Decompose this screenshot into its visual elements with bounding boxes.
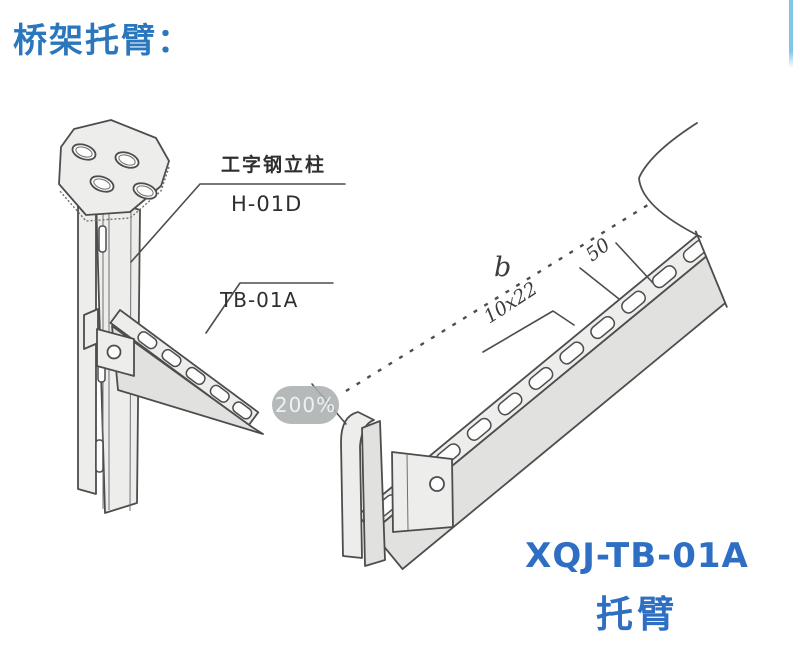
zoom-level-badge: 200% [272, 386, 339, 424]
label-column-model: H-01D [231, 192, 303, 216]
mount-bolt-hole [429, 476, 445, 492]
scrollbar-strip[interactable] [789, 0, 793, 68]
right-diagram-arm-detail [311, 122, 782, 570]
leader-column-label [130, 183, 346, 263]
zoom-level-text: 200% [274, 393, 337, 417]
product-block: XQJ-TB-01A 托臂 [497, 536, 777, 638]
dim-pitch-ext-line [615, 242, 654, 284]
bracket-arm [109, 309, 260, 427]
dim-slot-leader [482, 310, 575, 353]
product-model: XQJ-TB-01A [525, 536, 749, 576]
page-title: 桥架托臂： [13, 21, 193, 61]
left-diagram-column-with-bracket [58, 119, 346, 514]
break-line [638, 122, 702, 238]
mount-hook [340, 411, 375, 559]
label-column-type: 工字钢立柱 [221, 154, 327, 176]
dim-pitch-ext-line [579, 267, 620, 300]
dim-length-b: b [494, 252, 512, 283]
column-top-plate [58, 119, 170, 216]
column-slot [95, 439, 104, 473]
label-bracket-model: TB-01A [220, 288, 299, 312]
mount-plate [391, 451, 454, 533]
mount-web [361, 420, 386, 567]
bolt-hole [106, 344, 122, 360]
column-slot [98, 225, 107, 253]
leader-bracket-label [205, 282, 334, 334]
product-name: 托臂 [596, 593, 678, 636]
bracket-hook [83, 308, 99, 350]
top-plate-holes [71, 143, 158, 200]
